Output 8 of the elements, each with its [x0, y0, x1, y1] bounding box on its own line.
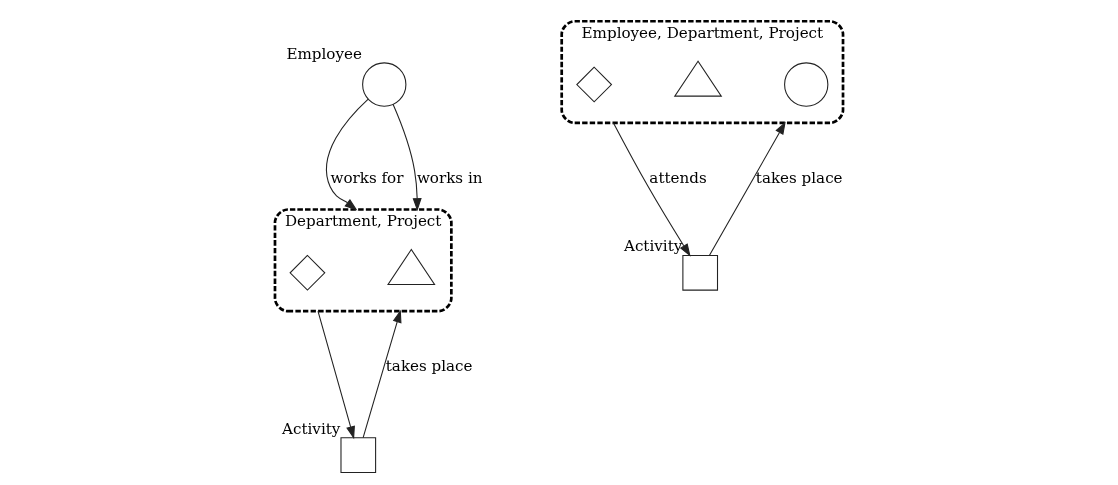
edge-label: works in: [416, 168, 483, 187]
edge-label: attends: [649, 168, 707, 187]
edge-label: takes place: [755, 168, 843, 187]
node-label: Activity: [282, 419, 341, 438]
edge-label: takes place: [385, 356, 473, 375]
edge-label: works for: [330, 168, 404, 187]
node-label: Employee: [286, 44, 362, 63]
node-label: Activity: [623, 237, 683, 256]
